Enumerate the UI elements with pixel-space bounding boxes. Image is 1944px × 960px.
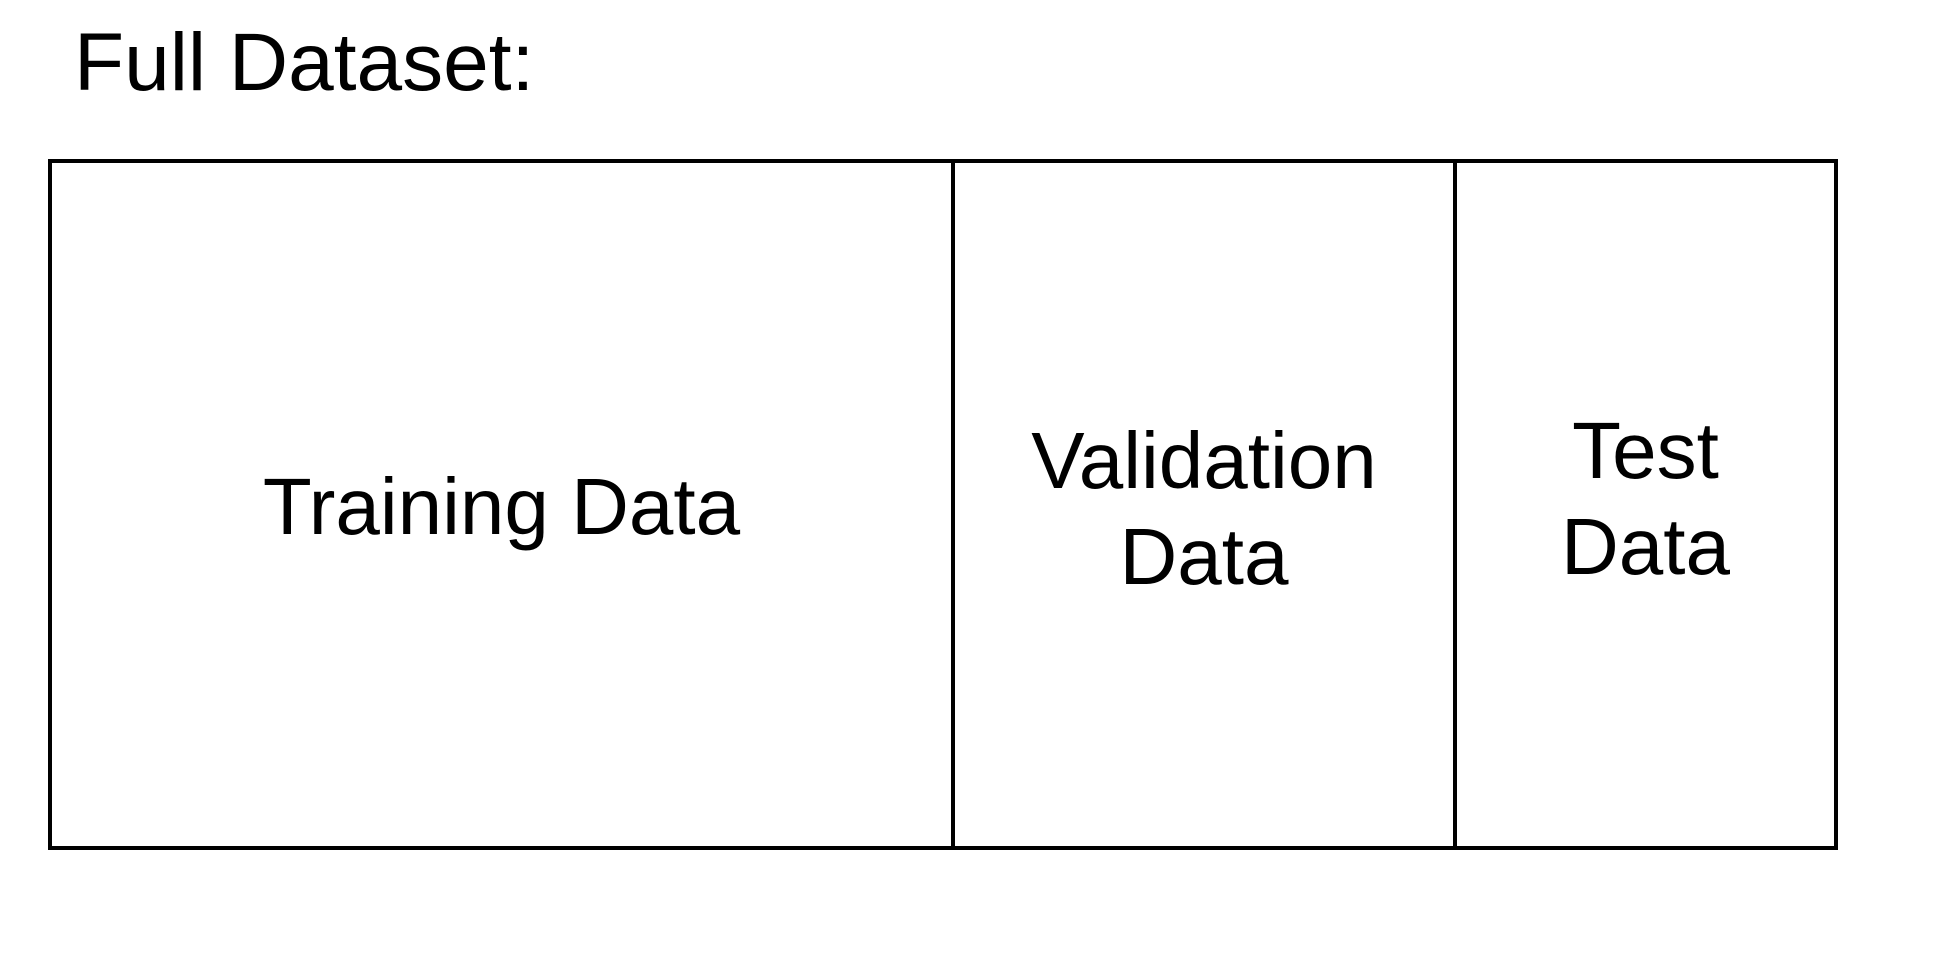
full-dataset-box: Training Data Validation Data Test Data <box>48 159 1838 850</box>
test-data-label: Test Data <box>1561 405 1730 591</box>
test-data-segment: Test Data <box>1453 163 1834 846</box>
validation-data-segment: Validation Data <box>951 163 1453 846</box>
diagram-title: Full Dataset: <box>74 17 535 108</box>
training-data-label: Training Data <box>262 461 741 551</box>
validation-data-label: Validation Data <box>1031 415 1377 601</box>
training-data-segment: Training Data <box>52 163 951 846</box>
